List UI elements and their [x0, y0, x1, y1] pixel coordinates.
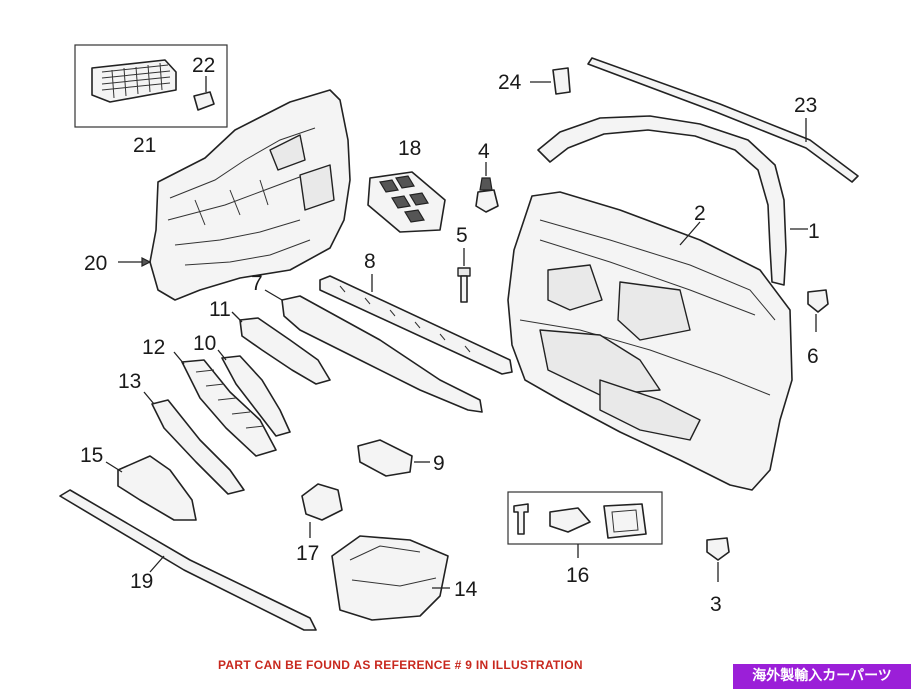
callout-4: 4	[478, 140, 490, 163]
part-23-weatherstrip	[587, 57, 859, 183]
part-3-push-clip	[706, 537, 730, 582]
callout-23: 23	[794, 94, 817, 117]
part-4-clip	[475, 162, 499, 213]
part-21-22-inset	[74, 44, 228, 128]
part-15-map-pocket	[105, 455, 197, 521]
part-19-lower-strip	[59, 489, 317, 631]
callout-1: 1	[808, 220, 820, 243]
part-8-bracket-strip	[319, 274, 513, 375]
callout-20: 20	[84, 252, 107, 275]
part-5-screw	[457, 248, 471, 303]
callout-16: 16	[566, 564, 589, 587]
part-11-pull-handle	[231, 311, 331, 385]
part-24-plug	[530, 67, 571, 95]
callout-6: 6	[807, 345, 819, 368]
callout-12: 12	[142, 336, 165, 359]
callout-2: 2	[694, 202, 706, 225]
callout-14: 14	[454, 578, 478, 601]
callout-15: 15	[80, 444, 103, 467]
part-10-handle-cover	[217, 349, 291, 437]
part-12-pocket-insert	[173, 351, 277, 457]
callout-19: 19	[130, 570, 153, 593]
part-2-door-panel	[507, 191, 793, 491]
part-1-frame-seal	[537, 115, 808, 286]
part-13-trim-strip	[143, 391, 245, 495]
part-20-door-trim-panel	[118, 89, 351, 301]
callout-5: 5	[456, 224, 468, 247]
callout-22: 22	[192, 54, 215, 77]
part-9-clip-piece	[357, 439, 430, 477]
part-18-window-switch	[367, 171, 446, 233]
callout-17: 17	[296, 542, 319, 565]
callout-21: 21	[133, 134, 156, 157]
part-7-armrest-trim	[264, 289, 483, 413]
part-14-lower-pocket	[331, 535, 450, 621]
seller-badge: 海外製輸入カーパーツ	[733, 664, 911, 689]
part-16-hardware-kit	[507, 491, 663, 558]
reference-note: PART CAN BE FOUND AS REFERENCE # 9 IN IL…	[218, 658, 583, 672]
callout-11: 11	[209, 298, 231, 321]
callout-18: 18	[398, 137, 421, 160]
callout-10: 10	[193, 332, 216, 355]
callout-13: 13	[118, 370, 141, 393]
part-6-push-clip	[807, 289, 829, 332]
callout-8: 8	[364, 250, 376, 273]
part-17-switch	[301, 483, 343, 538]
callout-9: 9	[433, 452, 445, 475]
callout-3: 3	[710, 593, 722, 616]
callout-24: 24	[498, 71, 522, 94]
callout-7: 7	[251, 272, 263, 295]
